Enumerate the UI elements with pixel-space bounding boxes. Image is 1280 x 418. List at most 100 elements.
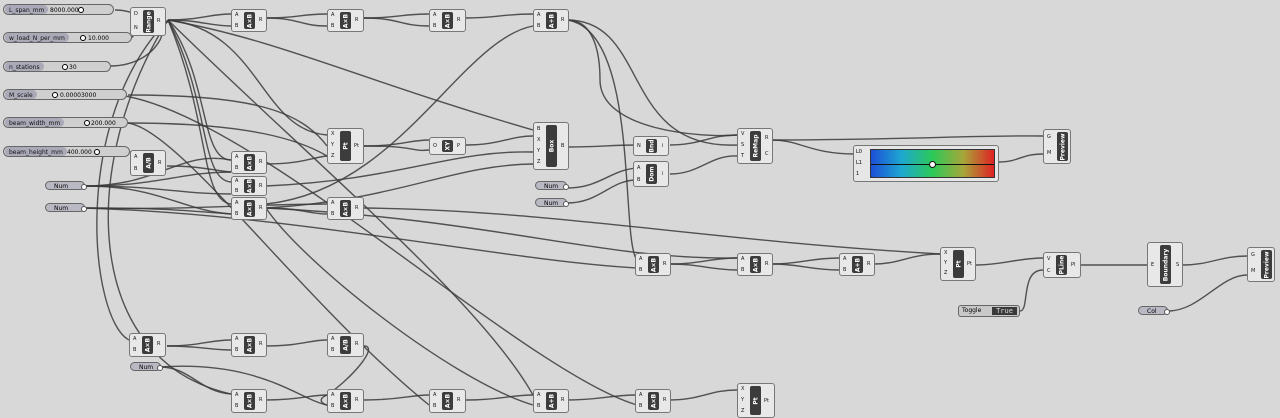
add-component[interactable]: A B A+B R: [533, 9, 569, 32]
domain-component[interactable]: A B Dom i: [633, 161, 669, 187]
toggle-button[interactable]: True: [992, 307, 1017, 315]
slider-value: 0.00003000: [60, 92, 97, 99]
num-param-3[interactable]: Num: [535, 181, 569, 190]
slider-n-stations[interactable]: n_stations 30: [3, 61, 111, 72]
pin-label: Y: [741, 397, 745, 403]
component-core: A×B: [244, 12, 255, 29]
xy-plane-component[interactable]: O XY P: [429, 137, 466, 155]
pin-label: Pl: [1071, 262, 1076, 268]
component-core: A×B: [442, 12, 453, 29]
output-grip-icon[interactable]: [563, 200, 569, 207]
param-label: Col: [1147, 308, 1157, 315]
add-component[interactable]: A B A+B R: [839, 253, 875, 276]
pin-label: R: [259, 341, 263, 347]
multiply-component[interactable]: A B A×B R: [231, 197, 267, 220]
output-grip-icon[interactable]: [81, 183, 87, 190]
construct-point-component[interactable]: X Y Z Pt Pt: [940, 247, 976, 281]
multiply-component[interactable]: A B A×B R: [129, 333, 166, 357]
multiply-component[interactable]: A B A×B R: [429, 389, 466, 413]
pin-label: O: [433, 143, 437, 149]
pin-label: Pt: [967, 261, 972, 267]
toggle-label: Toggle: [962, 307, 982, 314]
construct-point-component[interactable]: X Y Z Pt Pt: [737, 383, 775, 418]
gradient-bar[interactable]: [870, 149, 995, 178]
bounds-component[interactable]: N Bnd i: [633, 136, 669, 156]
add-component[interactable]: A B A+B R: [533, 389, 569, 413]
pin-label: V: [741, 131, 745, 137]
pin-label: A: [639, 392, 643, 398]
slider-label: beam_height_mm: [5, 147, 67, 156]
slider-grip-icon[interactable]: [94, 149, 100, 155]
pin-label: A: [134, 154, 138, 160]
slider-m-scale[interactable]: M_scale 0.00003000: [3, 89, 127, 100]
num-param-1[interactable]: Num: [45, 181, 87, 190]
pin-label: L0: [856, 149, 862, 155]
pin-label: B: [433, 23, 437, 29]
col-param[interactable]: Col: [1138, 306, 1170, 315]
num-param-2[interactable]: Num: [45, 203, 87, 212]
multiply-component[interactable]: A B A×B R: [231, 151, 267, 174]
output-grip-icon[interactable]: [81, 205, 87, 212]
preview-component[interactable]: G M Preview: [1247, 247, 1275, 282]
multiply-component[interactable]: A B A×B R: [327, 389, 364, 413]
boundary-surface-component[interactable]: E Boundary S: [1147, 242, 1183, 287]
output-grip-icon[interactable]: [1164, 308, 1170, 315]
pin-label: R: [259, 183, 263, 189]
polyline-component[interactable]: V C PLine Pl: [1043, 252, 1081, 278]
remap-component[interactable]: V S T ReMap R C: [737, 128, 773, 164]
preview-component[interactable]: G M Preview: [1043, 129, 1071, 164]
pin-label: A: [235, 392, 239, 398]
component-core: A×B: [244, 200, 255, 217]
pin-label: R: [355, 397, 359, 403]
gradient-component[interactable]: L0 L1 1: [853, 145, 999, 182]
pin-label: A: [331, 12, 335, 18]
multiply-component[interactable]: A B A×B R: [231, 9, 267, 32]
pin-label: i: [662, 143, 664, 149]
pin-label: A: [235, 12, 239, 18]
pin-label: B: [433, 403, 437, 409]
pin-label: Z: [741, 408, 745, 414]
component-core: A×B: [244, 154, 255, 171]
pin-label: G: [1251, 252, 1255, 258]
pin-label: Pt: [764, 398, 769, 404]
pin-label: A: [331, 336, 335, 342]
output-grip-icon[interactable]: [157, 364, 163, 371]
multiply-component[interactable]: A B A×B R: [327, 197, 364, 220]
range-component[interactable]: D N Range R: [130, 7, 166, 36]
pin-label: B: [133, 347, 137, 353]
pin-label: D: [134, 11, 138, 17]
slider-w-load[interactable]: w_load_N_per_mm 10.000: [3, 32, 132, 43]
slider-l-span[interactable]: L_span_mm 8000.000: [3, 4, 114, 15]
slider-beam-height[interactable]: beam_height_mm 400.000: [3, 146, 130, 157]
slider-grip-icon[interactable]: [84, 120, 90, 126]
slider-grip-icon[interactable]: [80, 35, 86, 41]
multiply-component[interactable]: A B A×B R: [231, 176, 267, 196]
slider-grip-icon[interactable]: [52, 92, 58, 98]
slider-beam-width[interactable]: beam_width_mm 200.000: [3, 117, 128, 128]
pin-label: A: [235, 178, 239, 184]
slider-grip-icon[interactable]: [62, 64, 68, 70]
boolean-toggle[interactable]: Toggle True: [958, 305, 1020, 317]
pin-label: N: [134, 25, 138, 31]
component-core: Preview: [1057, 132, 1068, 161]
num-param-4[interactable]: Num: [535, 198, 569, 207]
multiply-component[interactable]: A B A×B R: [635, 389, 671, 413]
multiply-component[interactable]: A B A×B R: [737, 253, 773, 276]
slider-grip-icon[interactable]: [78, 7, 84, 13]
divide-component[interactable]: A B A/B R: [130, 150, 166, 176]
multiply-component[interactable]: A B A×B R: [635, 253, 671, 276]
multiply-component[interactable]: A B A×B R: [429, 9, 466, 32]
construct-point-component[interactable]: X Y Z Pt Pt: [327, 128, 364, 164]
pin-label: C: [765, 151, 769, 157]
output-grip-icon[interactable]: [563, 183, 569, 190]
multiply-component[interactable]: A B A×B R: [327, 9, 364, 32]
multiply-component[interactable]: A B A×B R: [231, 333, 267, 357]
gradient-grip-icon[interactable]: [929, 161, 936, 168]
pin-label: B: [537, 126, 541, 132]
box-component[interactable]: B X Y Z Box B: [533, 122, 569, 170]
divide-component[interactable]: A B A/B R: [327, 333, 364, 357]
num-param-5[interactable]: Num: [130, 362, 163, 371]
pin-label: X: [944, 250, 948, 256]
multiply-component[interactable]: A B A×B R: [231, 389, 267, 413]
